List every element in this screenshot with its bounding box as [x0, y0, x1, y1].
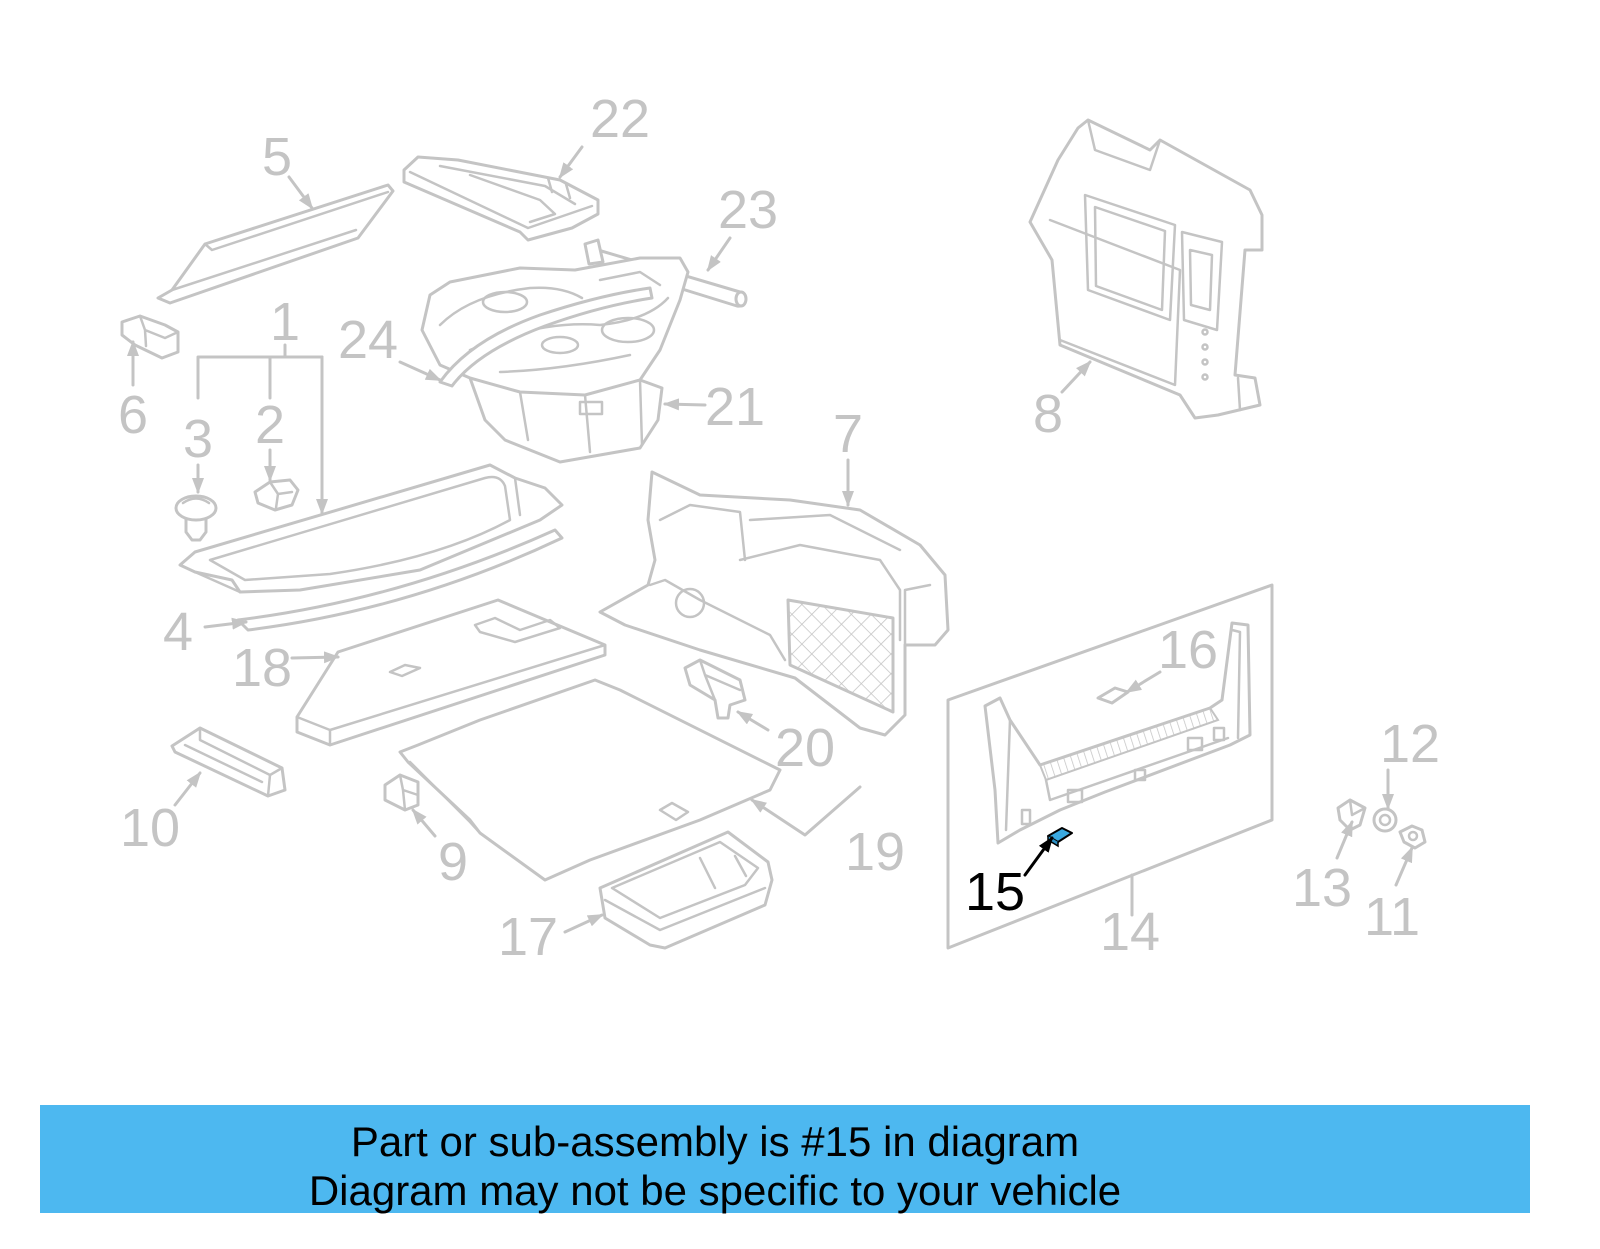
- part-10-drawing: [170, 726, 287, 798]
- callout-16: 16: [1158, 620, 1218, 680]
- part-1-drawing: [178, 463, 564, 594]
- callout-2: 2: [255, 395, 285, 455]
- callout-24: 24: [338, 310, 398, 370]
- part-24-drawing: [438, 286, 654, 388]
- callout-7: 7: [833, 404, 863, 464]
- callout-5: 5: [262, 127, 292, 187]
- callout-1: 1: [270, 292, 300, 352]
- callout-19: 19: [845, 822, 905, 882]
- callout-8: 8: [1033, 384, 1063, 444]
- callout-20: 20: [775, 718, 835, 778]
- banner-line-part-number: Part or sub-assembly is #15 in diagram: [350, 1118, 1080, 1165]
- callout-17: 17: [498, 907, 558, 967]
- part-8-drawing: [1028, 118, 1264, 420]
- callout-12: 12: [1380, 714, 1440, 774]
- part-11-drawing: [1398, 824, 1427, 850]
- part-4-drawing: [236, 528, 564, 632]
- part-9-drawing: [383, 773, 420, 812]
- part-3-drawing: [174, 494, 218, 542]
- callout-22: 22: [590, 89, 650, 149]
- callout-3: 3: [183, 409, 213, 469]
- part-20-drawing: [683, 658, 747, 720]
- part-22-drawing: [402, 155, 600, 242]
- callout-15-highlighted: 15: [965, 862, 1025, 922]
- callout-23: 23: [718, 180, 778, 240]
- part-12-drawing: [1372, 807, 1398, 833]
- callout-21: 21: [705, 377, 765, 437]
- part-14-drawing: [946, 583, 1274, 950]
- leader-lines: [127, 145, 1414, 934]
- banner-line-disclaimer: Diagram may not be specific to your vehi…: [308, 1167, 1122, 1214]
- callout-13: 13: [1292, 858, 1352, 918]
- callout-18: 18: [232, 638, 292, 698]
- info-banner: Part or sub-assembly is #15 in diagram D…: [40, 1105, 1530, 1215]
- part-19-drawing: [398, 678, 782, 882]
- part-5-drawing: [156, 183, 395, 305]
- callout-6: 6: [118, 385, 148, 445]
- part-17-drawing: [598, 830, 774, 950]
- callout-14: 14: [1100, 902, 1160, 962]
- part-7-drawing: [598, 470, 950, 737]
- part-6-drawing: [120, 314, 180, 360]
- callout-11: 11: [1364, 887, 1420, 947]
- callout-labels: 1 2 3 4 5 6 7 8 9 10 11 12 13 14 15 16 1…: [118, 89, 1440, 967]
- part-2-drawing: [253, 478, 300, 512]
- part-18-drawing: [295, 598, 607, 747]
- callout-10: 10: [120, 798, 180, 858]
- callout-4: 4: [163, 602, 193, 662]
- banner-text: Part or sub-assembly is #15 in diagram D…: [40, 1117, 1390, 1215]
- callout-9: 9: [438, 832, 468, 892]
